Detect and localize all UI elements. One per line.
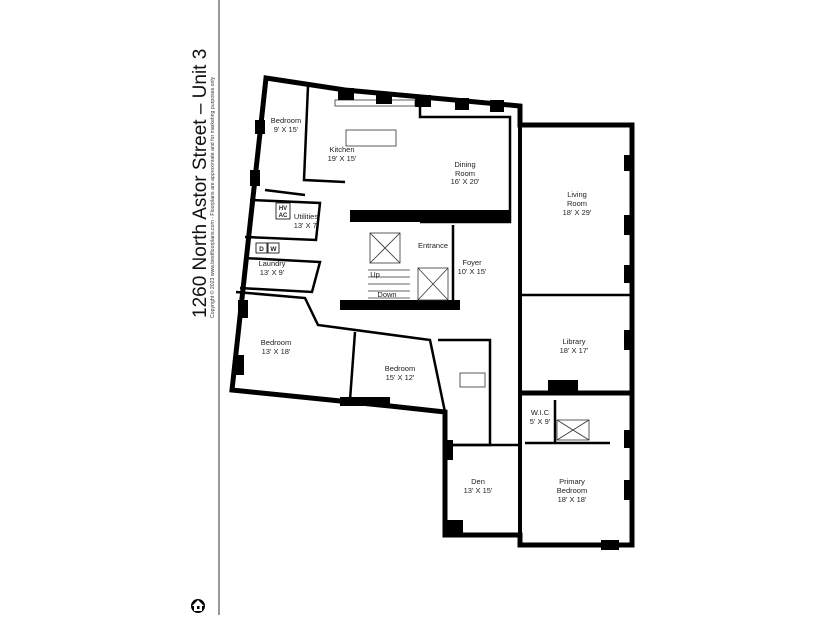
room-kitchen-name: Kitchen xyxy=(329,145,354,154)
room-wic-size: 5' X 9' xyxy=(530,417,551,426)
room-bedroom-2-size: 13' X 18' xyxy=(262,347,291,356)
washer-label: W xyxy=(270,246,277,253)
room-bedroom-1-size: 9' X 15' xyxy=(274,125,299,134)
staircase: Up Down xyxy=(368,269,410,299)
room-dining-size: 16' X 20' xyxy=(451,177,480,186)
room-den-size: 13' X 15' xyxy=(464,486,493,495)
room-kitchen-size: 19' X 15' xyxy=(328,154,357,163)
hvac-label: HV xyxy=(279,206,287,212)
plan-title: 1260 North Astor Street – Unit 3 xyxy=(190,49,211,318)
copyright-text: Copyright © 2023 www.bestfloorplans.com … xyxy=(209,76,216,318)
room-bedroom-2-name: Bedroom xyxy=(261,338,291,347)
room-laundry-name: Laundry xyxy=(258,259,285,268)
ac-label: AC xyxy=(279,213,288,219)
room-bedroom-1-name: Bedroom xyxy=(271,116,301,125)
washer-dryer: D W xyxy=(255,242,280,254)
room-entrance-name: Entrance xyxy=(418,241,448,250)
room-labels: Bedroom 9' X 15' Kitchen 19' X 15' Dinin… xyxy=(258,116,591,504)
dryer-label: D xyxy=(259,246,264,253)
room-bedroom-3-name: Bedroom xyxy=(385,364,415,373)
room-den-name: Den xyxy=(471,477,485,486)
room-wic-name: W.I.C xyxy=(531,408,550,417)
room-bedroom-3-size: 15' X 12' xyxy=(386,373,415,382)
room-primary-bedroom-size: 18' X 18' xyxy=(558,495,587,504)
room-library-size: 18' X 17' xyxy=(560,346,589,355)
room-laundry-size: 13' X 9' xyxy=(260,268,285,277)
room-foyer-name: Foyer xyxy=(462,258,482,267)
room-library-name: Library xyxy=(563,337,586,346)
stairs-down-label: Down xyxy=(377,290,396,299)
home-icon xyxy=(191,599,205,613)
room-utilities-size: 13' X 7' xyxy=(294,221,319,230)
stairs-up-label: Up xyxy=(370,270,380,279)
room-living-size: 18' X 29' xyxy=(563,208,592,217)
room-utilities-name: Utilities xyxy=(294,212,318,221)
walls xyxy=(229,75,635,550)
hvac-unit: HV AC xyxy=(275,202,291,220)
room-foyer-size: 10' X 15' xyxy=(458,267,487,276)
